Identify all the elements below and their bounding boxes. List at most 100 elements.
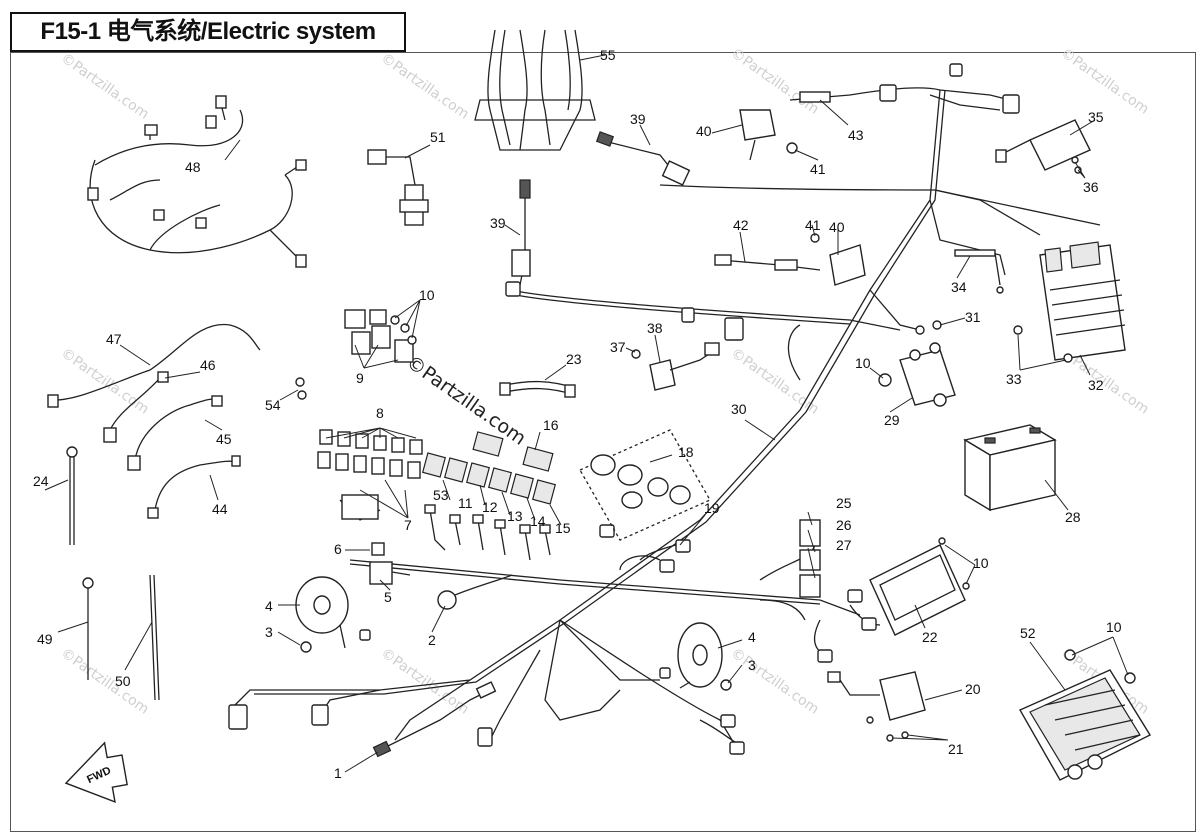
harness-connectors [228,63,1020,755]
callout-10: 10 [855,355,871,371]
callout-37: 37 [610,339,626,355]
page-title: F15-1 电气系统/Electric system [40,18,376,45]
callout-28: 28 [1065,509,1081,525]
fwd-arrow: FWD [64,741,128,804]
ties-bolts [66,446,160,701]
diagram-border [10,52,1196,832]
part-38 [631,342,720,391]
callout-40: 40 [829,219,845,235]
callout-31: 31 [965,309,981,325]
callout-10: 10 [419,287,435,303]
parts-40-43 [714,91,866,286]
callout-4: 4 [748,629,756,645]
relay-cluster-9 [344,309,417,363]
watermark: ©Partzilla.com [58,345,152,418]
callout-26: 26 [836,517,852,533]
callout-5: 5 [384,589,392,605]
callout-16: 16 [543,417,559,433]
callout-25: 25 [836,495,852,511]
callout-7: 7 [404,517,412,533]
callout-39: 39 [630,111,646,127]
part-2 [437,574,513,610]
callout-52: 52 [1020,625,1036,641]
watermark: ©Partzilla.com [1058,45,1152,118]
watermark: ©Partzilla.com [58,50,152,123]
callout-2: 2 [428,632,436,648]
watermark: ©Partzilla.com [58,645,152,718]
callout-11: 11 [458,495,473,511]
callout-4: 4 [265,598,273,614]
callout-3: 3 [265,624,273,640]
watermark-center: ©Partzilla.com [402,351,530,450]
battery-28 [963,424,1057,512]
callout-45: 45 [216,431,232,447]
part-51 [367,149,429,226]
watermark: ©Partzilla.com [728,45,822,118]
callout-27: 27 [836,537,852,553]
callout-20: 20 [965,681,981,697]
callout-10: 10 [1106,619,1122,635]
leads-44-47 [47,323,261,519]
callout-34: 34 [951,279,967,295]
leader-lines [44,54,1129,773]
horn-right [677,622,732,691]
callout-50: 50 [115,673,131,689]
callout-12: 12 [482,499,498,515]
part-54 [295,377,307,400]
part-20 [827,671,926,742]
control-box-52 [1019,649,1151,781]
callout-14: 14 [530,513,546,529]
callouts: 1 2 3 3 4 4 5 6 7 8 9 10 10 10 10 53 11 … [33,47,1122,781]
callout-30: 30 [731,401,747,417]
title-box: F15-1 电气系统/Electric system [10,12,406,52]
parts-5-6 [369,542,411,585]
callout-13: 13 [507,508,523,524]
callout-6: 6 [334,541,342,557]
watermark-group: ©Partzilla.com ©Partzilla.com ©Partzilla… [58,45,1152,718]
pigtails-53 [424,504,551,561]
part-18 [579,429,711,541]
callout-22: 22 [922,629,938,645]
callout-15: 15 [555,520,571,536]
ecu-22 [869,537,970,636]
starter-relay-29 [878,320,956,407]
callout-1: 1 [334,765,342,781]
callout-8: 8 [376,405,384,421]
part-1 [372,681,497,758]
callout-53: 53 [433,487,449,503]
part-34 [954,249,1004,294]
callout-54: 54 [265,397,281,413]
callout-38: 38 [647,320,663,336]
callout-3: 3 [748,657,756,673]
sub-harness-48 [87,95,307,268]
part-39-sensors [511,131,691,286]
callout-18: 18 [678,444,694,460]
callout-24: 24 [33,473,49,489]
callout-40: 40 [696,123,712,139]
callout-47: 47 [106,331,122,347]
callout-43: 43 [848,127,864,143]
callout-33: 33 [1006,371,1022,387]
callout-55: 55 [600,47,616,63]
watermark: ©Partzilla.com [378,50,472,123]
callout-39: 39 [490,215,506,231]
part-35 [995,119,1091,174]
callout-23: 23 [566,351,582,367]
callout-9: 9 [356,370,364,386]
relay-row [421,431,557,505]
callout-46: 46 [200,357,216,373]
regulator-32 [1013,241,1126,363]
callout-10: 10 [973,555,989,571]
callout-29: 29 [884,412,900,428]
horn-left [295,576,349,653]
callout-32: 32 [1088,377,1104,393]
part-23 [499,380,576,398]
callout-51: 51 [430,129,446,145]
callout-41: 41 [810,161,826,177]
fuse-grid [317,429,423,521]
callout-19: 19 [704,500,720,516]
callout-49: 49 [37,631,53,647]
callout-48: 48 [185,159,201,175]
